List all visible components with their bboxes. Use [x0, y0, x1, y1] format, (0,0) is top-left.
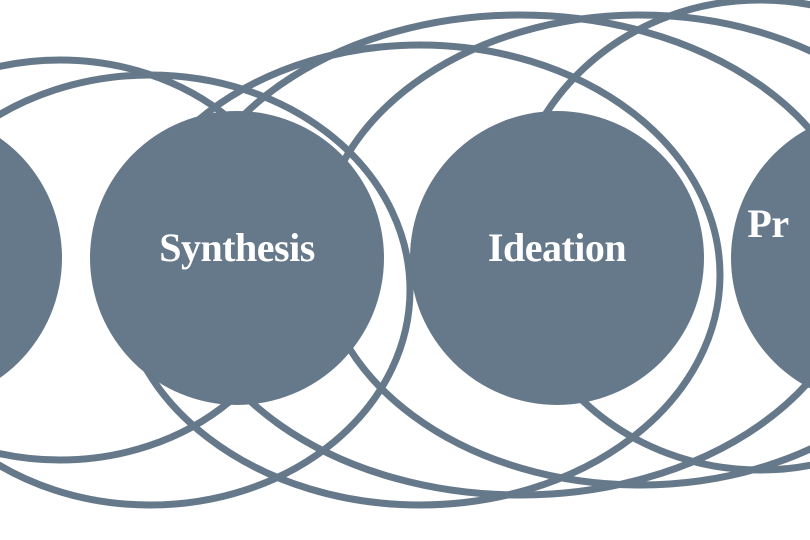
node-synthesis: Synthesis	[90, 111, 384, 405]
node-synthesis-label: Synthesis	[159, 225, 315, 270]
node-ideation-circle	[410, 111, 704, 405]
node-synthesis-circle	[90, 111, 384, 405]
node-research-circle	[0, 138, 62, 378]
node-ideation: Ideation	[410, 111, 704, 405]
node-prototyping-label: Pr	[747, 201, 788, 246]
node-research	[0, 138, 62, 378]
node-prototyping: Pr	[731, 127, 810, 389]
node-ideation-label: Ideation	[488, 225, 627, 270]
node-prototyping-circle	[731, 127, 810, 389]
loop-left-lower	[0, 71, 414, 509]
